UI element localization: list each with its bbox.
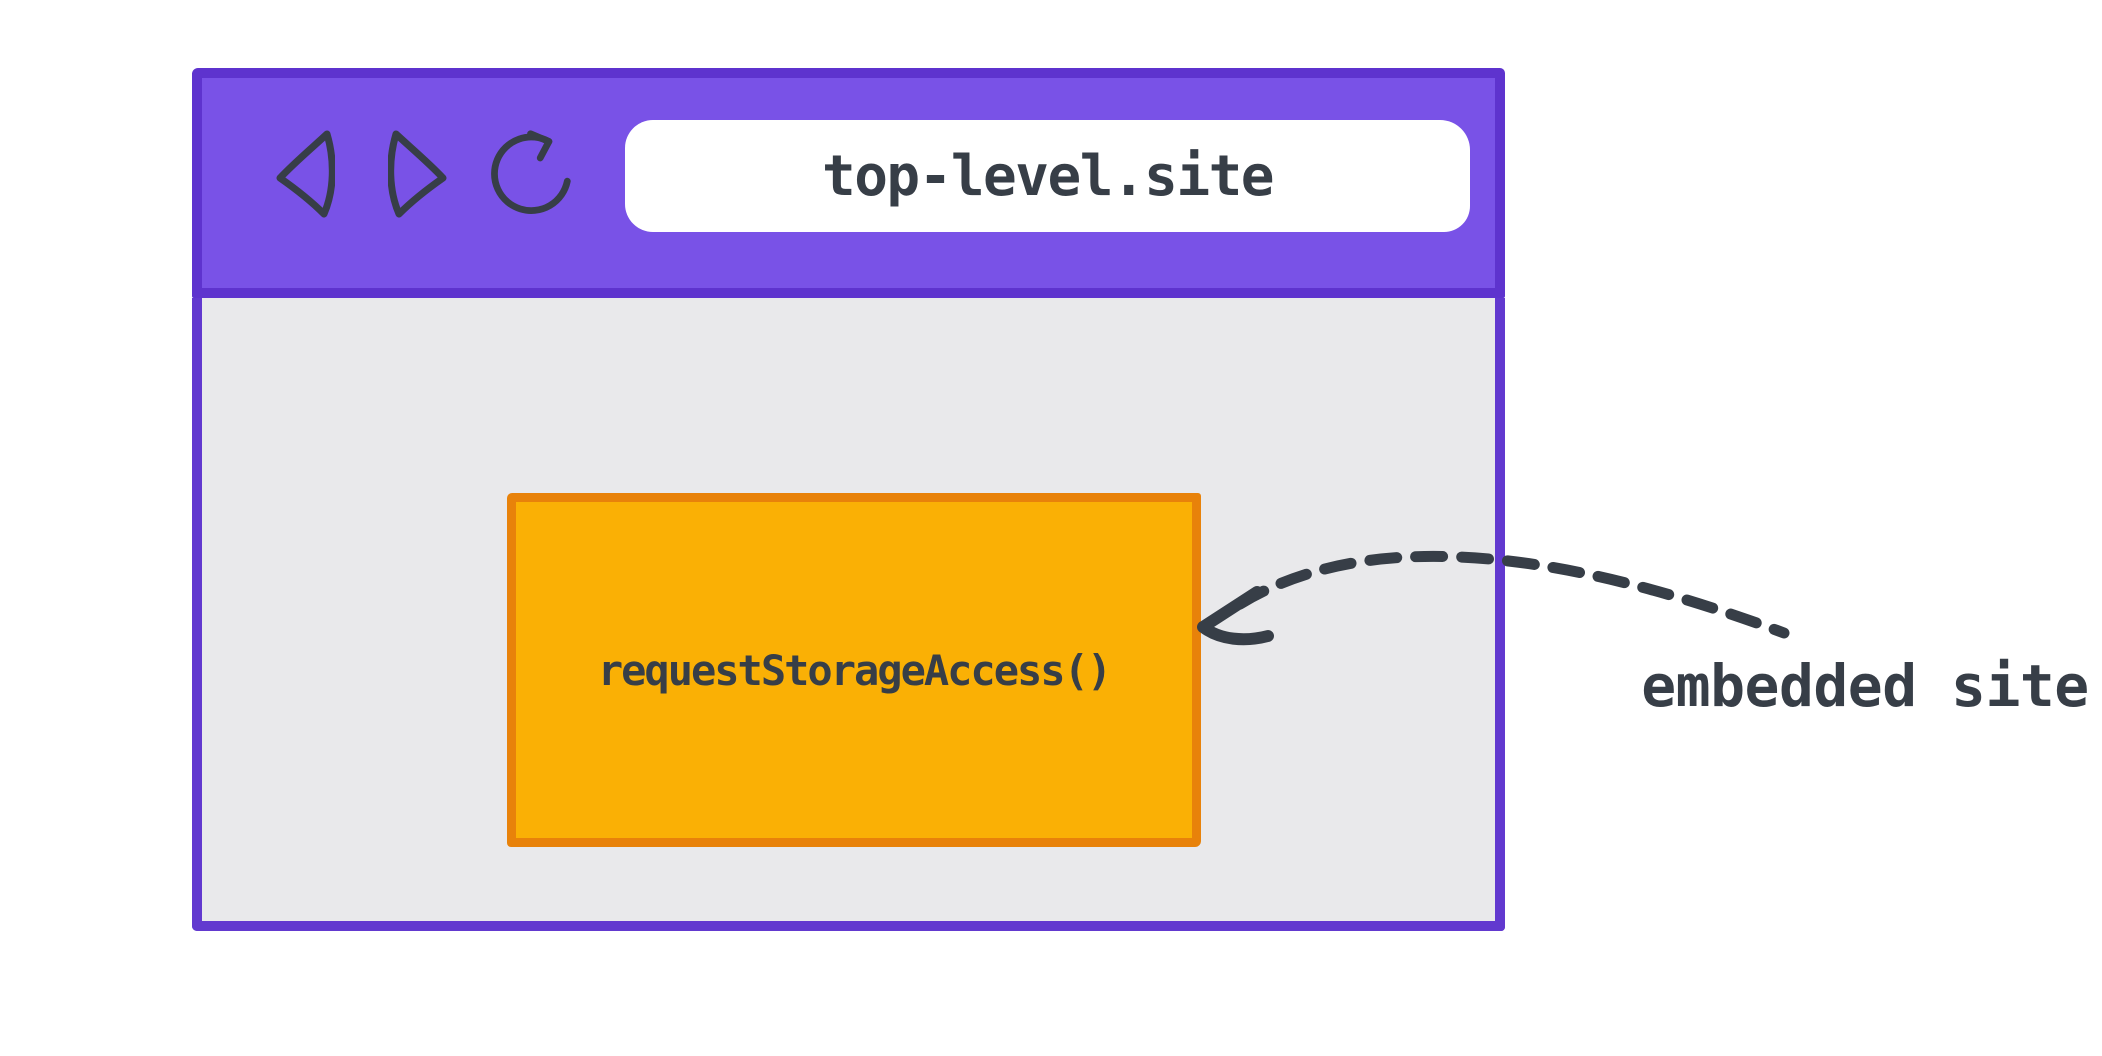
browser-toolbar: top-level.site	[192, 68, 1505, 298]
forward-icon[interactable]	[388, 129, 448, 219]
address-bar-url: top-level.site	[821, 143, 1275, 209]
browser-viewport: requestStorageAccess()	[192, 298, 1505, 931]
embedded-frame-label: requestStorageAccess()	[597, 645, 1112, 695]
browser-window: top-level.site requestStorageAccess()	[192, 68, 1505, 931]
embedded-site-label: embedded site	[1641, 652, 2089, 720]
reload-icon[interactable]	[485, 126, 577, 218]
address-bar[interactable]: top-level.site	[625, 120, 1470, 232]
embedded-frame[interactable]: requestStorageAccess()	[507, 493, 1201, 847]
back-icon[interactable]	[275, 129, 335, 219]
